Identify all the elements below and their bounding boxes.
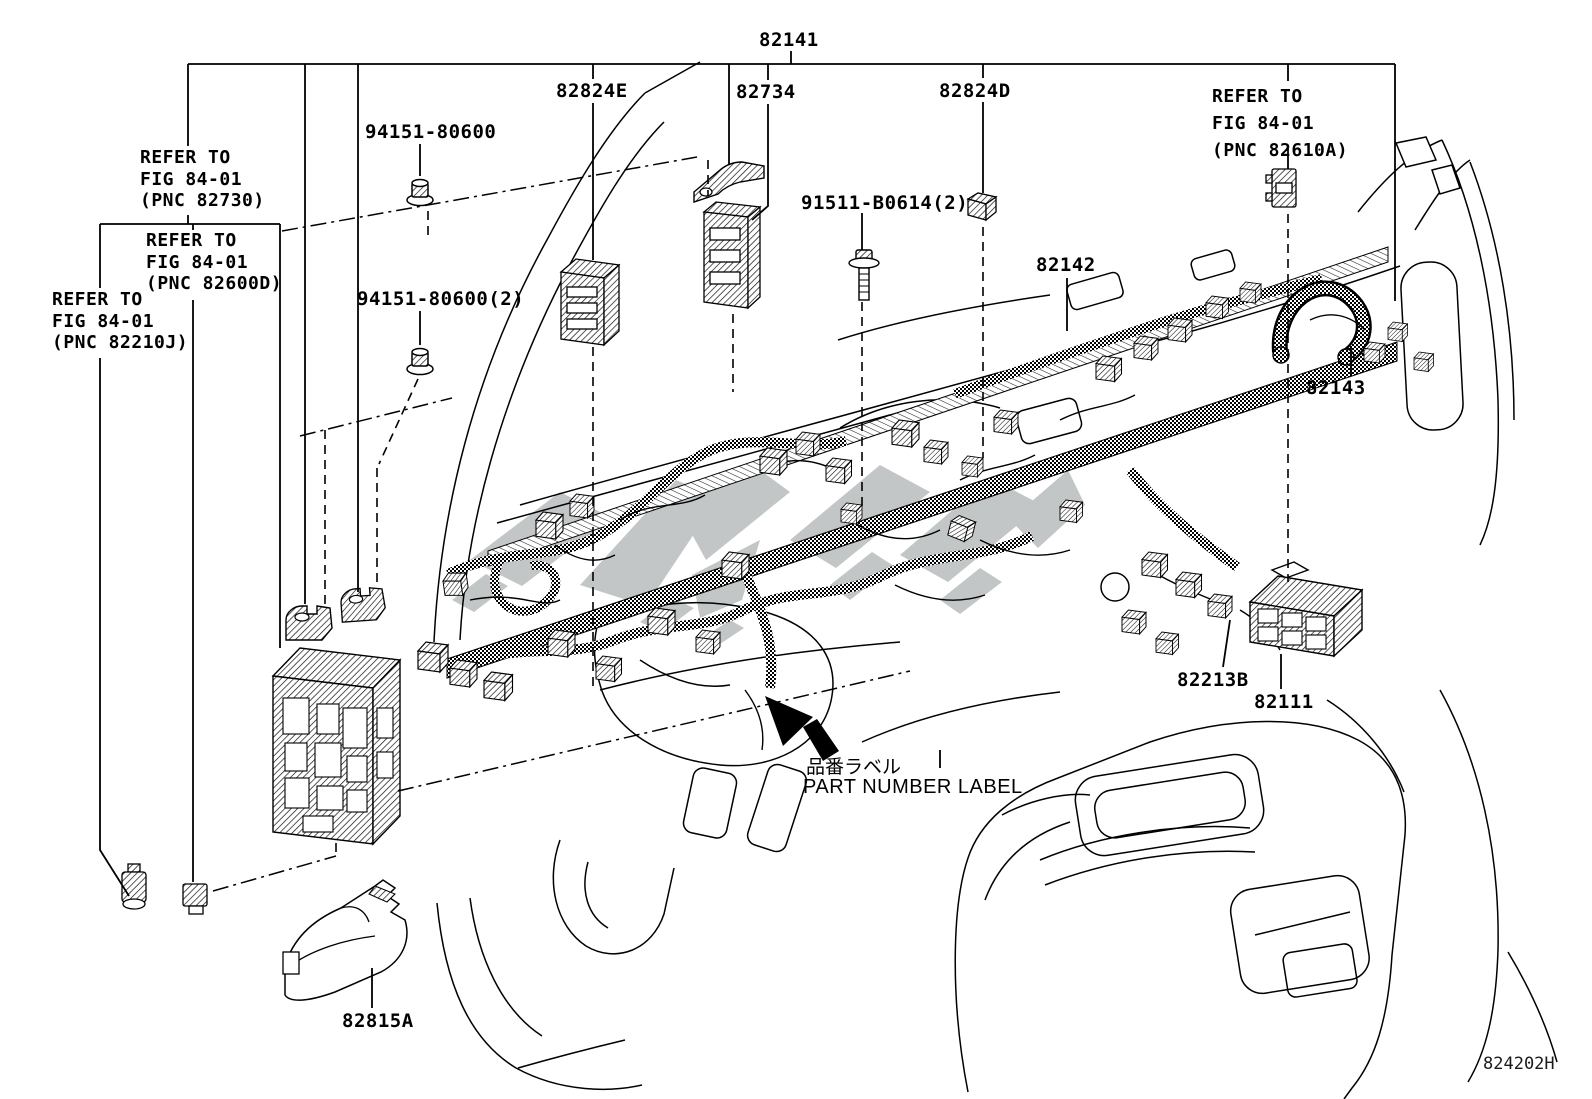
- refer-note-pnc82210J: REFER TO FIG 84-01 (PNC 82210J): [52, 289, 188, 354]
- part-82143-harness-loop: [1271, 280, 1372, 366]
- callout-82213B: 82213B: [1177, 669, 1249, 691]
- part-94151-nut-1: [406, 178, 434, 207]
- leader-lines: [99, 51, 1396, 1008]
- part-number-label-en: PART NUMBER LABEL: [803, 776, 1023, 798]
- figure-code: 824202H: [1483, 1054, 1555, 1074]
- refer-line: FIG 84-01: [52, 310, 155, 332]
- callout-82824D: 82824D: [939, 80, 1011, 102]
- callout-82143: 82143: [1306, 377, 1366, 399]
- callout-82141: 82141: [759, 29, 819, 51]
- refer-line: (PNC 82730): [140, 190, 265, 211]
- callout-82815A: 82815A: [342, 1010, 414, 1032]
- callout-94151-80600-2: 94151-80600(2): [357, 288, 525, 310]
- refer-note-pnc82730: REFER TO FIG 84-01 (PNC 82730): [140, 147, 265, 212]
- refer-line: FIG 84-01: [146, 251, 249, 273]
- callout-91511-B0614: 91511-B0614(2): [801, 192, 969, 214]
- callout-82142: 82142: [1036, 254, 1096, 276]
- callout-94151-80600: 94151-80600: [365, 121, 497, 143]
- refer-line: REFER TO: [1212, 86, 1303, 107]
- part-94151-nut-2: [406, 347, 434, 376]
- part-junction-block: [271, 647, 402, 846]
- part-82824E-connector: [559, 258, 621, 347]
- part-harness-clamp-2: [339, 586, 387, 623]
- refer-line: (PNC 82600D): [146, 273, 283, 294]
- assembly-direction-lines: [212, 156, 911, 892]
- refer-line: (PNC 82610A): [1212, 140, 1349, 161]
- part-small-connector-b: [182, 883, 208, 915]
- part-82610A-clip: [1265, 168, 1297, 208]
- refer-line: FIG 84-01: [140, 168, 243, 190]
- callout-82824E: 82824E: [556, 80, 628, 102]
- part-number-label-jp: 品番ラベル: [806, 756, 902, 778]
- part-82111-connector: [1248, 561, 1364, 658]
- part-82824D-cube: [966, 192, 998, 222]
- part-91511-bolt: [848, 249, 880, 301]
- part-harness-clamp-1: [285, 605, 333, 641]
- refer-line: FIG 84-01: [1212, 113, 1315, 134]
- part-82815A-duct: [282, 879, 408, 1001]
- refer-line: REFER TO: [146, 230, 237, 251]
- refer-note-pnc82610A: REFER TO FIG 84-01 (PNC 82610A): [1212, 83, 1348, 164]
- refer-line: REFER TO: [52, 289, 143, 310]
- part-number-label-arrow: [765, 696, 839, 761]
- callout-82111: 82111: [1254, 691, 1314, 713]
- refer-line: REFER TO: [140, 147, 231, 168]
- refer-line: (PNC 82210J): [52, 332, 189, 353]
- hidden-leader-lines: [324, 160, 1289, 857]
- part-82734-connector: [702, 201, 762, 310]
- part-small-connector-a: [121, 863, 147, 910]
- callout-82734: 82734: [736, 81, 796, 103]
- part-82734-bracket: [693, 161, 765, 203]
- refer-note-pnc82600D: REFER TO FIG 84-01 (PNC 82600D): [146, 230, 282, 295]
